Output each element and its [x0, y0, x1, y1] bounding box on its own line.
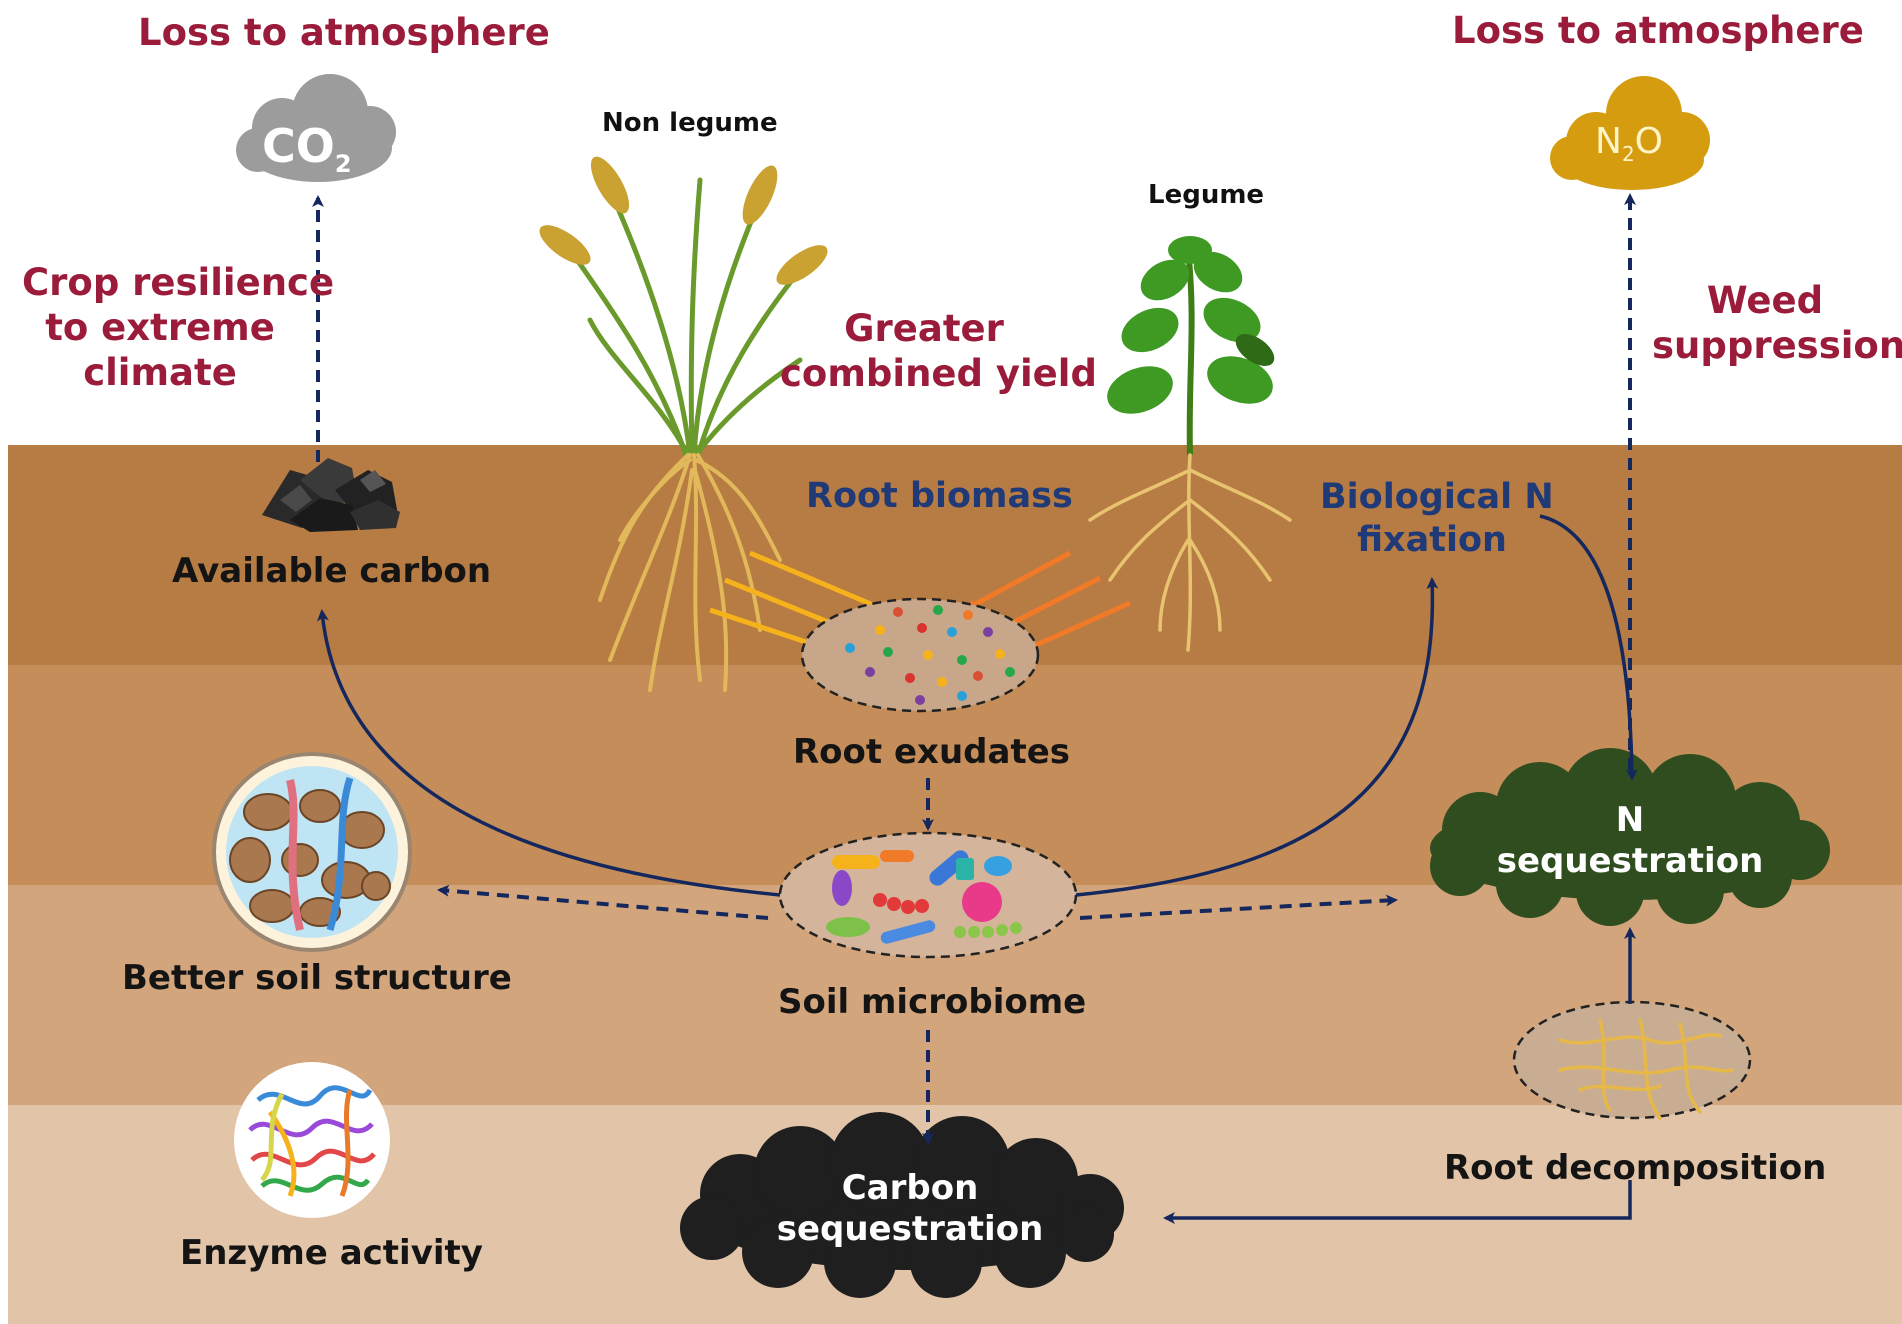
arrow-n-fixation-to-n-seq [1539, 514, 1638, 781]
arrow-microbiome-to-n-fixation [1075, 577, 1439, 897]
biological-n-fixation-label: Biological N fixation [1320, 476, 1554, 561]
carbon-sequestration-line-1: Carbon [841, 1168, 979, 1208]
greater-yield-line-1: Greater [844, 307, 1004, 350]
root-exudates-label: Root exudates [793, 732, 1071, 772]
n2o-n-text: N [1595, 121, 1622, 162]
loss-left-label: Loss to atmosphere [138, 11, 550, 54]
root-decomposition-blob [1512, 1000, 1752, 1120]
legume-plant-icon [1088, 236, 1292, 652]
greater-yield-line-2: combined yield [780, 352, 1097, 396]
greater-yield-label: Greater combined yield [780, 306, 1097, 396]
co2-cloud-icon [236, 74, 396, 182]
arrow-microbiome-to-n-seq [1079, 894, 1398, 920]
dashed-arrows [312, 193, 1636, 1145]
co2-text: CO [262, 119, 335, 173]
solid-arrows [316, 514, 1638, 1224]
soil-microbiome-blob [778, 831, 1078, 959]
n2o-cloud-icon [1550, 76, 1710, 190]
n-sequestration-cloud-icon [1430, 748, 1830, 926]
n2o-subscript: 2 [1621, 142, 1635, 167]
charcoal-icon [262, 458, 400, 532]
arrow-microbiome-to-soil-structure [437, 884, 769, 920]
n-sequestration-line-2: sequestration [1496, 841, 1764, 882]
root-exudates-blob [800, 597, 1040, 713]
n-sequestration-label: N sequestration [1480, 800, 1780, 883]
available-carbon-label: Available carbon [172, 551, 492, 591]
better-soil-structure-label: Better soil structure [122, 958, 512, 998]
arrow-microbiome-to-carbon-available [316, 609, 781, 897]
arrow-decomposition-to-carbon [1163, 1180, 1632, 1224]
n2o-o-text: O [1634, 121, 1664, 162]
carbon-sequestration-cloud-icon [680, 1112, 1124, 1298]
weed-suppression-line-1: Weed [1706, 279, 1824, 322]
co2-label: CO2 [262, 118, 352, 179]
crop-resilience-line-1: Crop resilience [22, 261, 335, 304]
carbon-sequestration-line-2: sequestration [776, 1209, 1044, 1250]
n-sequestration-line-1: N [1615, 800, 1645, 840]
non-legume-label: Non legume [602, 108, 778, 138]
biological-n-line-1: Biological N [1320, 477, 1554, 517]
root-biomass-label: Root biomass [806, 476, 1073, 516]
enzyme-activity-label: Enzyme activity [180, 1233, 483, 1273]
soil-microbiome-label: Soil microbiome [778, 982, 1087, 1022]
enzyme-icon [234, 1062, 390, 1218]
non-legume-plant-icon [539, 156, 828, 692]
biological-n-line-2: fixation [1357, 519, 1507, 560]
crop-resilience-line-2: to extreme [45, 306, 275, 350]
n2o-label: N2O [1595, 120, 1663, 167]
co2-subscript: 2 [334, 150, 352, 179]
crop-resilience-label: Crop resilience to extreme climate [22, 260, 335, 395]
legume-label: Legume [1148, 180, 1265, 210]
crop-resilience-line-3: climate [83, 351, 237, 395]
carbon-sequestration-label: Carbon sequestration [760, 1168, 1060, 1251]
loss-right-label: Loss to atmosphere [1452, 9, 1864, 52]
weed-suppression-line-2: suppression [1652, 324, 1902, 368]
weed-suppression-label: Weed suppression [1652, 278, 1902, 368]
soil-structure-icon [212, 752, 412, 952]
root-decomposition-label: Root decomposition [1444, 1148, 1827, 1188]
